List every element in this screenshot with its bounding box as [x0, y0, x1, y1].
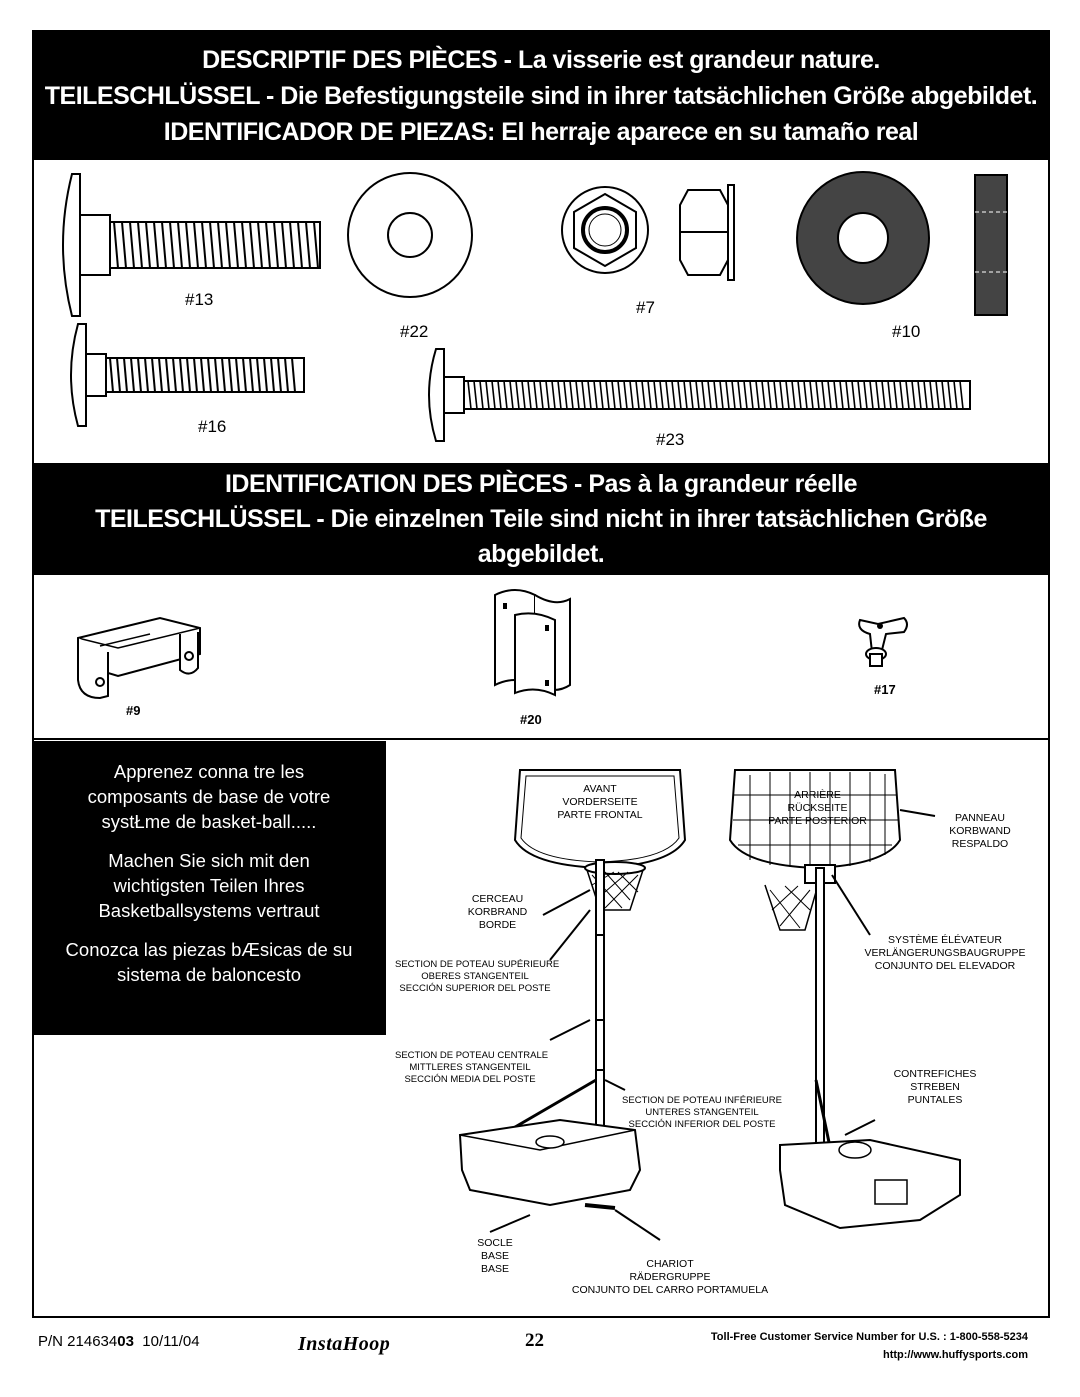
part-label-13: #13: [185, 290, 214, 309]
part-label-9: #9: [126, 703, 141, 718]
intro-fr-1: Apprenez conna tre les: [113, 761, 305, 782]
customer-service-info: Toll-Free Customer Service Number for U.…: [711, 1328, 1028, 1364]
intro-panel: Apprenez conna tre les composants de bas…: [32, 741, 386, 1035]
header2-line-fr: IDENTIFICATION DES PIÈCES - Pas à la gra…: [224, 470, 858, 498]
bolt-23-illustration: [428, 348, 971, 442]
basketball-system-diagram: [458, 769, 961, 1241]
hardware-actual-size-header: DESCRIPTIF DES PIÈCES - La visserie est …: [32, 30, 1050, 160]
intro-de-2: wichtigsten Teilen Ihres: [113, 875, 305, 896]
parts-not-actual-size-header: IDENTIFICATION DES PIÈCES - Pas à la gra…: [32, 463, 1050, 603]
intro-es-1: Conozca las piezas bÆsicas de su: [65, 939, 353, 960]
washer-22-illustration: [347, 172, 473, 298]
part-label-22: #22: [400, 322, 429, 341]
label-back: ARRIÈRE RÜCKSEITE PARTE POSTERIOR: [768, 789, 867, 827]
label-middle-pole: SECTION DE POTEAU CENTRALE MITTLERES STA…: [395, 1050, 549, 1085]
label-elevator: SYSTÈME ÉLÉVATEUR VERLÄNGERUNGSBAUGRUPPE…: [864, 934, 1026, 972]
part-label-7: #7: [636, 298, 655, 317]
label-wheels: CHARIOT RÄDERGRUPPE CONJUNTO DEL CARRO P…: [571, 1258, 769, 1296]
part-label-16: #16: [198, 417, 227, 436]
label-backboard: PANNEAU KORBWAND RESPALDO: [949, 812, 1011, 850]
label-braces: CONTREFICHES STREBEN PUNTALES: [893, 1068, 977, 1106]
bolt-16-illustration: [70, 323, 305, 427]
website-link[interactable]: http://www.huffysports.com: [882, 1349, 1028, 1361]
instahoop-logo: InstaHoop: [298, 1333, 391, 1355]
page-number: 22: [525, 1330, 544, 1351]
header2-line-de: TEILESCHLÜSSEL - Die einzelnen Teile sin…: [95, 505, 987, 568]
sleeve-20-illustration: [494, 589, 571, 697]
intro-de-1: Machen Sie sich mit den: [108, 850, 310, 871]
part-label-23: #23: [656, 430, 685, 449]
label-front: AVANT VORDERSEITE PARTE FRONTAL: [557, 783, 643, 821]
header-line-es: IDENTIFICADOR DE PIEZAS: El herraje apar…: [163, 118, 919, 146]
toll-free-label: Toll-Free Customer Service Number for U.…: [710, 1331, 947, 1343]
intro-es-2: sistema de baloncesto: [116, 964, 302, 985]
intro-de-3: Basketballsystems vertraut: [98, 900, 320, 921]
phone-number: 1-800-558-5234: [949, 1331, 1028, 1343]
label-upper-pole: SECTION DE POTEAU SUPÉRIEURE OBERES STAN…: [395, 959, 560, 994]
washer-10-illustration: [796, 171, 1008, 316]
part-label-17: #17: [874, 682, 896, 697]
label-rim: CERCEAU KORBRAND BORDE: [467, 893, 528, 931]
label-base: SOCLE BASE BASE: [477, 1237, 513, 1275]
header-line-fr: DESCRIPTIF DES PIÈCES - La visserie est …: [202, 46, 880, 74]
part-number: P/N 21463403 10/11/04: [38, 1333, 200, 1350]
section-divider: [32, 738, 1050, 740]
header-line-de: TEILESCHLÜSSEL - Die Befestigungsteile s…: [44, 82, 1038, 110]
bracket-9-illustration: [77, 616, 201, 700]
part-label-20: #20: [520, 712, 542, 727]
intro-fr-2: composants de base de votre: [87, 786, 331, 807]
nut-7-illustration: [561, 184, 735, 281]
knob-17-illustration: [858, 616, 908, 667]
intro-fr-3: systŁme de basket-ball.....: [101, 811, 317, 832]
part-label-10: #10: [892, 322, 921, 341]
label-lower-pole: SECTION DE POTEAU INFÉRIEURE UNTERES STA…: [622, 1095, 782, 1130]
bolt-13-illustration: [62, 173, 321, 317]
